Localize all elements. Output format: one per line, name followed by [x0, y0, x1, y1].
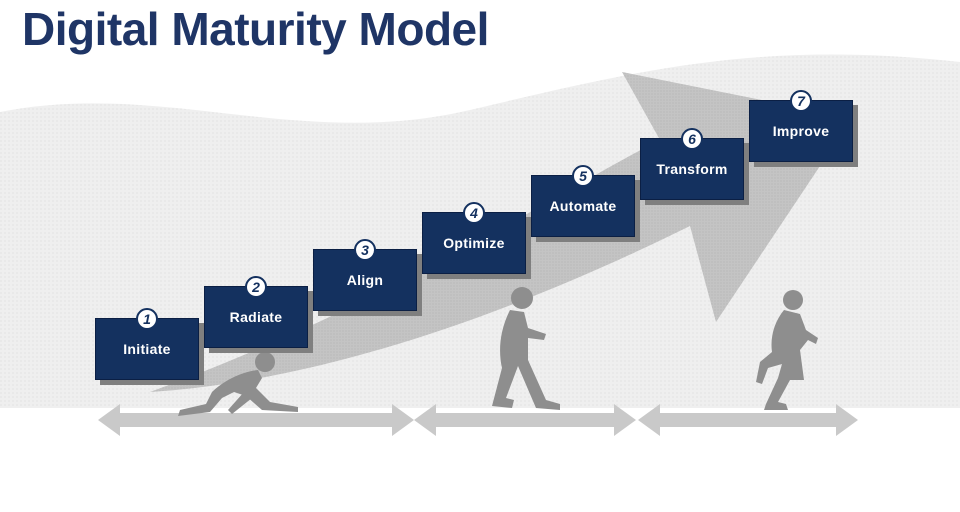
step-7-number: 7	[790, 90, 812, 112]
page-title: Digital Maturity Model	[22, 3, 489, 55]
step-1-box: 1 Initiate	[95, 308, 199, 380]
step-3-box: 3 Align	[313, 239, 417, 311]
step-1-number: 1	[136, 308, 158, 330]
step-4-label: Optimize	[443, 235, 505, 251]
step-2-label: Radiate	[229, 309, 283, 325]
phase-arrow-1	[98, 404, 414, 436]
step-4-box: 4 Optimize	[422, 202, 526, 274]
step-7-box: 7 Improve	[749, 90, 853, 162]
step-2-box: 2 Radiate	[204, 276, 308, 348]
step-1-label: Initiate	[123, 341, 171, 357]
step-2-number: 2	[245, 276, 267, 298]
step-3-number: 3	[354, 239, 376, 261]
step-5-number: 5	[572, 165, 594, 187]
step-3-label: Align	[346, 272, 384, 288]
step-5-label: Automate	[549, 198, 617, 214]
step-5-box: 5 Automate	[531, 165, 635, 237]
walking-person-icon	[492, 287, 560, 410]
step-7-label: Improve	[772, 123, 830, 139]
running-person-icon	[756, 290, 818, 410]
step-6-label: Transform	[656, 161, 728, 177]
phase-arrow-2	[414, 404, 636, 436]
step-6-number: 6	[681, 128, 703, 150]
step-4-number: 4	[463, 202, 485, 224]
step-6-box: 6 Transform	[640, 128, 744, 200]
phase-arrow-3	[638, 404, 858, 436]
crawling-person-icon	[178, 352, 298, 416]
